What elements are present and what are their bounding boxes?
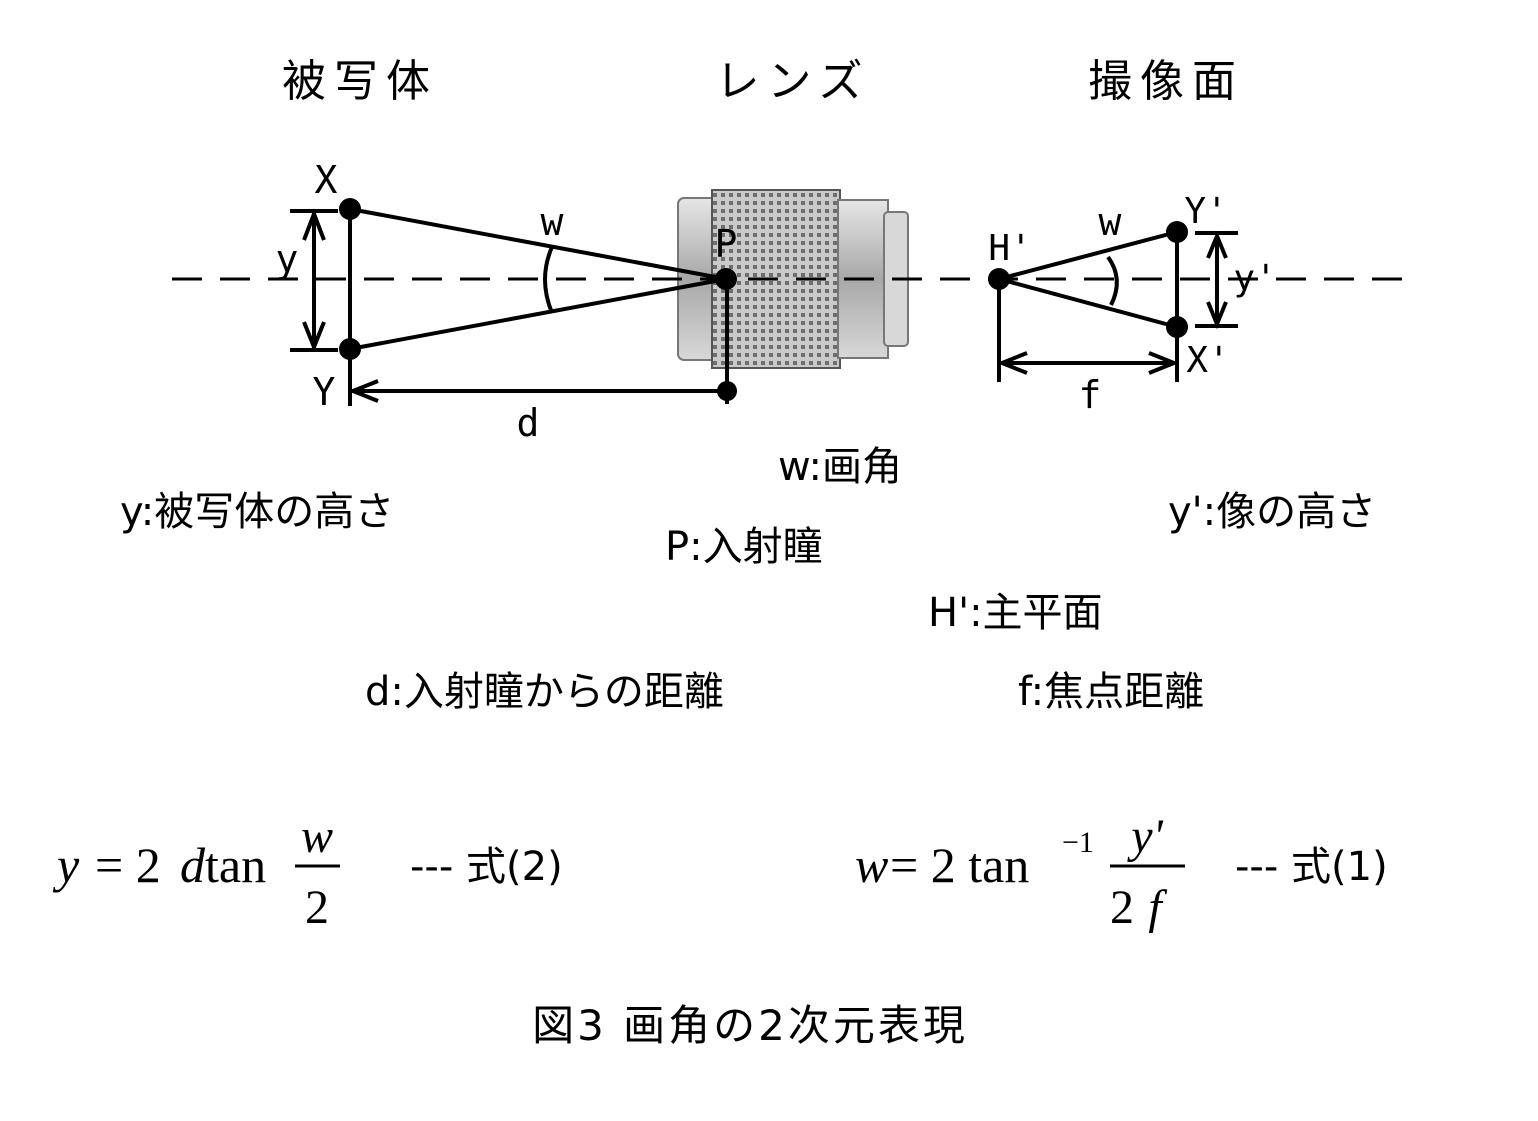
header-sensor: 撮像面 bbox=[1088, 56, 1244, 107]
legend-p: P:入射瞳 bbox=[665, 524, 823, 570]
f-arrow-left-icon bbox=[996, 351, 1028, 375]
eq2-numerator: w bbox=[301, 810, 333, 863]
label-x: X bbox=[315, 158, 338, 202]
eq1-label: --- 式(1) bbox=[1235, 844, 1388, 890]
point-x-prime bbox=[1166, 316, 1188, 338]
dim-label-y-prime: y' bbox=[1233, 258, 1276, 299]
dim-label-w-right: w bbox=[1099, 200, 1122, 244]
f-arrow-right-icon bbox=[1148, 351, 1180, 375]
angle-arc-right bbox=[1106, 255, 1119, 306]
label-p: P bbox=[715, 222, 738, 266]
label-h-prime: H' bbox=[988, 228, 1031, 269]
eq2-denominator: 2 bbox=[305, 881, 329, 934]
y-prime-arrow-down-icon bbox=[1206, 301, 1228, 330]
legend-y-prime: y':像の高さ bbox=[1168, 489, 1376, 535]
dim-label-y: y bbox=[276, 237, 299, 281]
y-arrow-up-icon bbox=[302, 208, 326, 241]
figure-caption: 図3 画角の2次元表現 bbox=[532, 1001, 968, 1050]
eq1-w: w bbox=[855, 837, 888, 893]
eq1-denominator-f: f bbox=[1148, 881, 1167, 934]
ray-bottom-left bbox=[349, 277, 727, 351]
d-arrow-left-icon bbox=[347, 379, 379, 403]
label-y: Y bbox=[313, 370, 336, 414]
angle-arc-left bbox=[543, 246, 554, 314]
legend-y: y:被写体の高さ bbox=[120, 489, 394, 535]
dim-label-w-left: w bbox=[541, 200, 564, 244]
eq1-numerator: y' bbox=[1126, 810, 1163, 863]
y-arrow-down-icon bbox=[302, 321, 326, 353]
header-lens: レンズ bbox=[715, 56, 870, 107]
eq2-d: d bbox=[180, 837, 206, 893]
dim-label-d: d bbox=[517, 401, 540, 445]
point-p bbox=[715, 268, 737, 290]
label-y-prime-point: Y' bbox=[1184, 191, 1227, 232]
eq1-equals-tan: = 2 tan bbox=[890, 837, 1029, 893]
point-x bbox=[339, 198, 361, 220]
equation-1: w = 2 tan −1 y' 2 f --- 式(1) bbox=[855, 810, 1388, 934]
ray-top-left bbox=[349, 207, 727, 281]
eq1-denominator-2: 2 bbox=[1110, 881, 1134, 934]
point-d-end bbox=[717, 381, 737, 401]
point-h-prime bbox=[988, 268, 1010, 290]
point-y bbox=[339, 338, 361, 360]
point-y-prime bbox=[1166, 221, 1188, 243]
dim-label-f: f bbox=[1079, 373, 1102, 417]
eq2-tan: tan bbox=[205, 837, 266, 893]
equation-2: y = 2 d tan w 2 --- 式(2) bbox=[52, 810, 563, 934]
legend-w: w:画角 bbox=[778, 444, 902, 490]
y-prime-arrow-up-icon bbox=[1206, 230, 1228, 259]
eq2-label: --- 式(2) bbox=[410, 844, 563, 890]
header-subject: 被写体 bbox=[282, 56, 438, 107]
ray-top-right bbox=[998, 230, 1178, 281]
label-x-prime-point: X' bbox=[1186, 340, 1229, 381]
legend-f: f:焦点距離 bbox=[1018, 669, 1204, 715]
eq2-equals-2: = 2 bbox=[95, 837, 161, 893]
ray-bottom-right bbox=[998, 277, 1178, 329]
eq2-y: y bbox=[52, 837, 80, 893]
eq1-superscript: −1 bbox=[1062, 826, 1094, 859]
legend-d: d:入射瞳からの距離 bbox=[365, 669, 724, 715]
legend-h-prime: H':主平面 bbox=[928, 590, 1103, 636]
